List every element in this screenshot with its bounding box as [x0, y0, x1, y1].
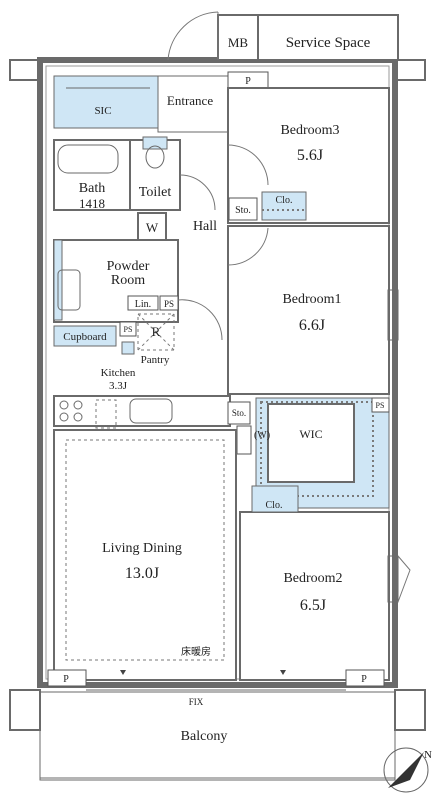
living-dining-label: Living Dining: [102, 541, 182, 556]
lin-label: Lin.: [135, 299, 151, 310]
sto-label-wic: Sto.: [232, 408, 246, 418]
hall-label: Hall: [193, 219, 217, 234]
balcony: [39, 691, 396, 781]
wic-label: WIC: [299, 427, 322, 441]
bedroom2-size: 6.5J: [300, 597, 326, 614]
pantry-box: [121, 341, 135, 355]
bathtub: [57, 144, 119, 174]
refrigerator-space: [137, 313, 175, 351]
service-space-label: Service Space: [286, 35, 371, 51]
cupboard-label: Cupboard: [63, 331, 107, 343]
compass-n-label: N: [424, 749, 432, 761]
powder-room-label-1: Powder: [107, 259, 150, 274]
floor-heating-area: [65, 439, 225, 661]
p-tag-top: P: [245, 76, 251, 87]
p-tag-left: P: [63, 674, 69, 685]
toilet-label: Toilet: [139, 185, 172, 200]
bedroom1-label: Bedroom1: [282, 292, 341, 307]
fix-label: FIX: [189, 697, 204, 707]
clo-label-b2: Clo.: [266, 500, 283, 511]
compass-icon: N: [383, 747, 432, 793]
bedroom3-door: [227, 144, 269, 186]
cupboard: [53, 325, 117, 347]
floor-heating-label: 床暖房: [181, 645, 211, 658]
bedroom2-window: [387, 555, 399, 603]
sto-label-b3: Sto.: [235, 205, 251, 216]
bedroom3-label: Bedroom3: [280, 123, 339, 138]
toilet-bowl: [145, 145, 165, 169]
ps-label-powder: PS: [164, 299, 174, 309]
clo-label-b3: Clo.: [276, 195, 293, 206]
bedroom3-size: 5.6J: [297, 147, 323, 164]
entrance-door: [167, 11, 219, 61]
ps-label-kitchen: PS: [124, 325, 133, 334]
bedroom1: [227, 225, 390, 395]
column-bottom-left: [9, 689, 41, 731]
vanity: [57, 269, 81, 311]
column-top-right: [394, 59, 426, 81]
bedroom2-closet: [251, 485, 299, 513]
washer-label: W: [146, 220, 159, 235]
p-tag-right: P: [361, 674, 367, 685]
service-space-box: [257, 14, 399, 61]
wic-w-label: (W): [254, 430, 270, 441]
column-top-left: [9, 59, 41, 81]
bath-label: Bath: [79, 181, 105, 196]
kitchen-size: 3.3J: [109, 380, 128, 392]
sic-label: SIC: [94, 105, 111, 117]
bedroom1-window: [387, 289, 399, 341]
bedroom2-label: Bedroom2: [283, 571, 342, 586]
mb-label: MB: [228, 35, 249, 50]
bedroom2: [239, 511, 390, 681]
mb-box: [217, 14, 259, 61]
kitchen-counter: [53, 395, 231, 427]
ps-label-wic: PS: [376, 401, 385, 410]
pantry-label: Pantry: [141, 354, 170, 366]
living-dining: [53, 429, 237, 681]
bedroom3-closet: [261, 191, 307, 221]
refrigerator-label: R: [152, 324, 161, 339]
kitchen-sink: [129, 398, 173, 424]
toilet-door: [179, 174, 216, 211]
balcony-label: Balcony: [181, 729, 228, 744]
column-bottom-right: [394, 689, 426, 731]
bath-size: 1418: [79, 196, 105, 211]
powder-room-label-2: Room: [111, 273, 145, 288]
living-dining-size: 13.0J: [125, 565, 159, 582]
hall-door: [177, 299, 223, 341]
entrance-label: Entrance: [167, 93, 213, 108]
sic-area: [53, 75, 159, 129]
kitchen-label: Kitchen: [101, 367, 136, 379]
bedroom1-door: [227, 227, 269, 266]
bedroom1-size: 6.6J: [299, 317, 325, 334]
